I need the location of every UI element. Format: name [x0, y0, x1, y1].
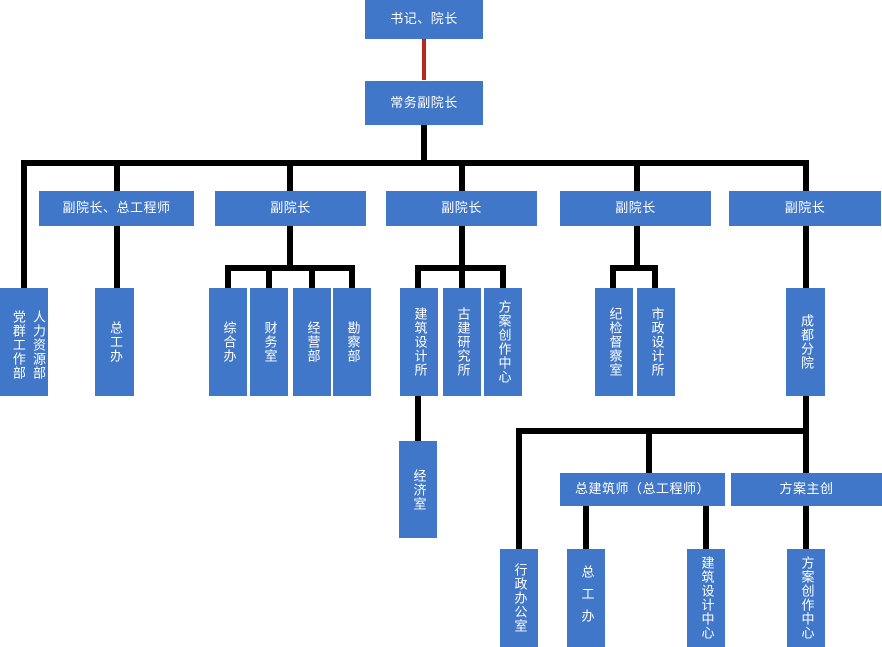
connector-bus-drop-vp2 [287, 160, 293, 191]
node-vice-dean-2[interactable]: 副院长 [215, 191, 366, 226]
node-vice-dean-chief-engineer[interactable]: 副院长、总工程师 [39, 191, 194, 226]
connector-bus-drop-vp5 [803, 160, 809, 191]
connector-vp2-leg-operations [309, 265, 315, 288]
connector-vp4-bus [610, 265, 658, 271]
connector-vp3-leg-scheme-center [500, 265, 506, 288]
node-finance-office[interactable]: 财务室 [250, 288, 288, 396]
connector-scheme-lead-leg [803, 506, 809, 549]
node-municipal-design-institute[interactable]: 市政设计所 [637, 288, 675, 396]
connector-vp2-bus [225, 265, 355, 271]
node-root[interactable]: 书记、院长 [365, 0, 483, 39]
node-chief-architect[interactable]: 总建筑师（总工程师） [560, 473, 725, 506]
connector-chengdu-leg-admin [516, 428, 522, 549]
connector-vp-bus [21, 160, 809, 166]
connector-vp3-leg-arch-design [415, 265, 421, 288]
node-scheme-lead[interactable]: 方案主创 [731, 473, 882, 506]
connector-bus-drop-vp4 [634, 160, 640, 191]
node-branch-scheme-creation-center[interactable]: 方案创作中心 [787, 549, 825, 647]
connector-chengdu-leg-chief-architect [646, 428, 652, 473]
node-chief-engineer-office[interactable]: 总工办 [95, 288, 134, 396]
connector-chengdu-bus [516, 428, 809, 434]
node-executive-vice-dean[interactable]: 常务副院长 [365, 81, 483, 125]
node-operations-department[interactable]: 经营部 [293, 288, 331, 396]
connector-vp1-stem [114, 226, 120, 288]
connector-bus-drop-vp3 [459, 160, 465, 191]
connector-vp3-leg-ancient-arch [459, 265, 465, 288]
node-vice-dean-4[interactable]: 副院长 [560, 191, 711, 226]
connector-arch-design-to-economics [415, 396, 421, 441]
connector-vp5-stem [803, 226, 809, 288]
connector-chief-architect-leg-arch-center [703, 506, 709, 549]
connector-vp4-stem [634, 226, 640, 268]
connector-vp2-leg-general-office [225, 265, 231, 288]
connector-chief-architect-leg-chief-eng [583, 506, 589, 549]
connector-root-to-executive-vp [422, 38, 426, 80]
connector-chengdu-stem [803, 396, 809, 431]
node-hr-and-party-affairs[interactable]: 人力资源部 党群工作部 [0, 288, 48, 396]
node-vice-dean-5[interactable]: 副院长 [729, 191, 881, 226]
connector-vp2-leg-finance-office [266, 265, 272, 288]
node-ancient-architecture-institute[interactable]: 古建研究所 [443, 288, 481, 396]
connector-vp4-leg-discipline [610, 265, 616, 288]
connector-vp2-stem [287, 226, 293, 268]
node-discipline-inspection-office[interactable]: 纪检督察室 [595, 288, 633, 396]
connector-chengdu-leg-scheme-lead [803, 428, 809, 473]
connector-executive-vp-stem [421, 125, 427, 163]
node-survey-department[interactable]: 勘察部 [333, 288, 371, 396]
connector-vp4-leg-municipal [652, 265, 658, 288]
node-architectural-design-institute[interactable]: 建筑设计所 [400, 288, 438, 396]
node-vice-dean-3[interactable]: 副院长 [386, 191, 537, 226]
node-economics-office[interactable]: 经济室 [399, 441, 437, 538]
node-chengdu-branch[interactable]: 成都分院 [786, 288, 825, 396]
node-administrative-office[interactable]: 行政办公室 [500, 549, 538, 647]
connector-vp2-leg-survey [349, 265, 355, 288]
connector-bus-drop-vp1 [114, 160, 120, 191]
node-architectural-design-center[interactable]: 建筑设计中心 [687, 549, 725, 647]
node-scheme-creation-center[interactable]: 方案创作中心 [484, 288, 522, 396]
connector-vp3-stem [459, 226, 465, 268]
node-general-office[interactable]: 综合办 [209, 288, 247, 396]
connector-bus-drop-hr [21, 160, 27, 288]
node-branch-chief-engineer-office[interactable]: 总工办 [567, 549, 605, 647]
